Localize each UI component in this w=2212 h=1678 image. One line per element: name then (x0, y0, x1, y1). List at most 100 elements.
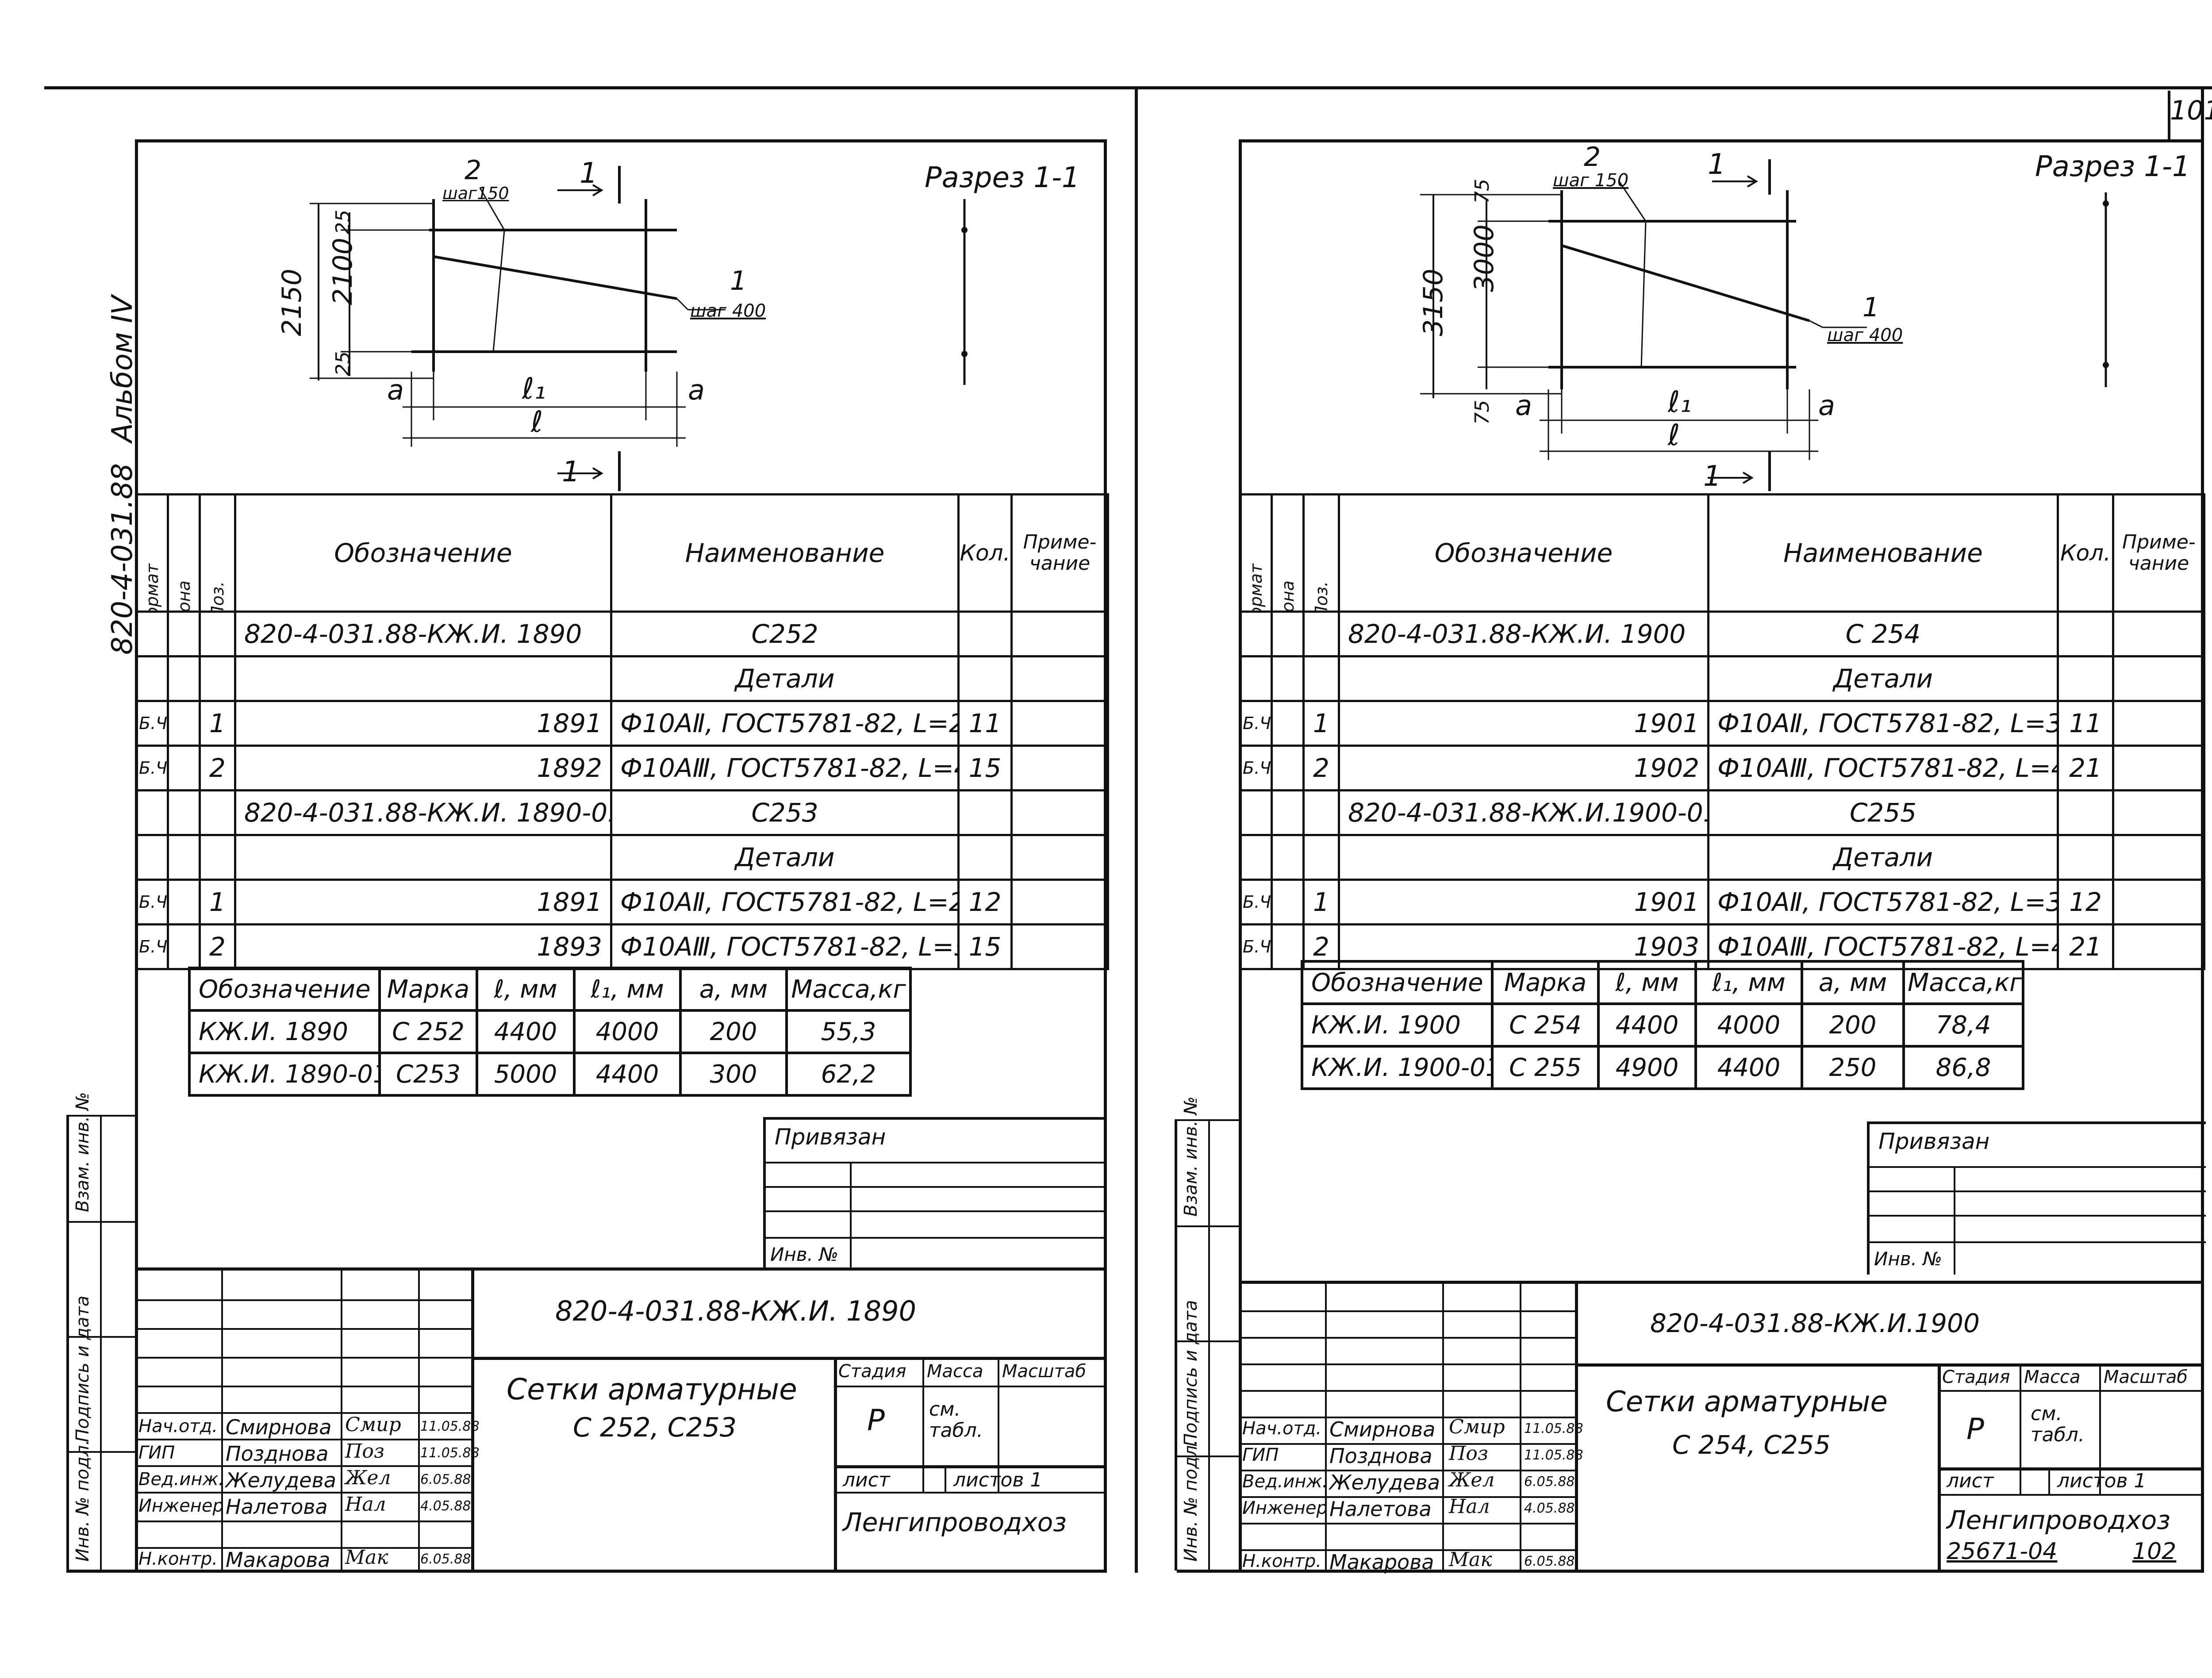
staff-role: Вед.инж. (1242, 1471, 1328, 1492)
left-col-format: Формат (135, 493, 169, 613)
left-col-format-label: Формат (142, 563, 162, 612)
staff-date: 6.05.88 (420, 1472, 471, 1487)
spec-cell-name: С252 (610, 611, 960, 657)
spec-cell-name: С253 (610, 789, 960, 836)
right-spec-row: Детали (1239, 834, 2205, 881)
mass-header-cell: ℓ, мм (476, 967, 576, 1012)
right-title-block: 820-4-031.88-КЖ.И.1900 Сетки арматурные … (1239, 1281, 2203, 1574)
staff-name: Макарова (1329, 1550, 1434, 1574)
spec-cell-name: Детали (610, 655, 960, 702)
left-mass-value: см. табл. (929, 1398, 983, 1442)
staff-role: Инженер (138, 1496, 224, 1516)
spec-cell-format (135, 789, 169, 836)
right-frame-top (1239, 139, 2203, 142)
spec-cell-designation (234, 834, 612, 881)
spec-cell-name: Ф10АⅢ, ГОСТ5781-82, L=5000 (610, 923, 960, 970)
spec-cell-zone (167, 834, 201, 881)
spec-cell-pos: 2 (199, 923, 236, 970)
spec-cell-qty (2057, 611, 2114, 657)
mass-cell: 4900 (1597, 1045, 1697, 1090)
left-mass-label: Масса (927, 1361, 983, 1382)
right-mesh-drawing (1420, 159, 2109, 491)
mass-cell: 4400 (1597, 1002, 1697, 1048)
staff-date: 4.05.88 (420, 1498, 471, 1514)
mass-cell: 200 (1801, 1002, 1905, 1048)
spec-cell-format (1239, 611, 1273, 657)
left-cut-label-bottom: 1 (562, 456, 580, 488)
spec-cell-qty: 21 (2057, 923, 2114, 970)
spec-cell-note (1010, 700, 1109, 747)
left-stage-label: Стадия (838, 1361, 906, 1382)
staff-signature: Поз (1449, 1442, 1488, 1465)
mass-header-cell: Марка (378, 967, 478, 1012)
left-side-label-podpis: Подпись и дата (73, 1295, 93, 1442)
left-a-label-2: a (688, 374, 705, 406)
staff-date: 11.05.88 (420, 1445, 480, 1461)
mass-cell: 200 (679, 1009, 788, 1054)
spec-cell-designation: 1903 (1338, 923, 1709, 970)
left-dim-top: 25 (332, 210, 354, 234)
spec-cell-note (1010, 655, 1109, 702)
right-side-stamp: Взам. инв. № Подпись и дата Инв. № подл. (1175, 1096, 1241, 1570)
mass-cell: КЖ.И. 1890-01 (188, 1052, 381, 1097)
spec-cell-name: Ф10АⅡ, ГОСТ5781-82, L=3150 (1707, 700, 2059, 747)
left-section-label: Разрез 1-1 (925, 161, 1080, 194)
spec-cell-note (2112, 834, 2205, 881)
mass-cell: 86,8 (1902, 1045, 2024, 1090)
right-side-label-vzam: Взам. инв. № (1181, 1096, 1201, 1217)
mass-cell: 4000 (1694, 1002, 1803, 1048)
spec-cell-pos: 2 (1302, 745, 1340, 791)
left-step1-label: шаг 400 (690, 301, 766, 321)
right-step2-label: шаг 150 (1553, 170, 1629, 191)
left-col-zone-label: Зона (174, 580, 194, 612)
mass-header-cell: Обозначение (188, 967, 381, 1012)
mass-header-cell: Масса,кг (785, 967, 912, 1012)
spec-cell-pos (199, 655, 236, 702)
mass-cell: 300 (679, 1052, 788, 1097)
spec-cell-zone (1271, 834, 1305, 881)
right-cut-label-top: 1 (1708, 148, 1726, 181)
spec-cell-format: Б.Ч. (1239, 923, 1273, 970)
left-side-label-inv: Инв. № подл. (73, 1440, 93, 1562)
spec-cell-qty: 12 (2057, 879, 2114, 925)
spec-cell-zone (167, 745, 201, 791)
staff-name: Смирнова (226, 1415, 332, 1439)
right-title-name-1: Сетки арматурные (1606, 1386, 1888, 1418)
left-dim-mid: 2100 (327, 238, 358, 305)
spec-cell-note (1010, 834, 1109, 881)
spec-cell-designation: 1902 (1338, 745, 1709, 791)
mass-header-cell: Обозначение (1301, 960, 1494, 1005)
spec-cell-qty: 11 (2057, 700, 2114, 747)
left-col-qty: Кол. (957, 493, 1013, 613)
staff-role: Нач.отд. (1242, 1418, 1322, 1439)
left-stage-value: Р (867, 1403, 885, 1437)
spec-cell-format (135, 834, 169, 881)
spec-cell-zone (1271, 745, 1305, 791)
staff-role: Н.контр. (138, 1549, 218, 1569)
spec-cell-zone (167, 923, 201, 970)
mass-cell: КЖ.И. 1890 (188, 1009, 381, 1054)
left-l-label: ℓ (531, 405, 543, 439)
right-frame-left (1239, 139, 1242, 1573)
spec-cell-qty (957, 834, 1013, 881)
spec-cell-zone (1271, 655, 1305, 702)
right-dim-total: 3150 (1418, 269, 1449, 336)
left-privyazan-label: Привязан (775, 1124, 886, 1150)
spec-cell-format (135, 611, 169, 657)
spec-cell-note (2112, 879, 2205, 925)
left-col-pos-label: Поз. (208, 581, 227, 612)
spec-cell-pos (1302, 611, 1340, 657)
right-l-label: ℓ (1668, 418, 1680, 452)
right-frame-bottom (1177, 1570, 2203, 1573)
right-side-label-podpis: Подпись и дата (1181, 1300, 1201, 1447)
staff-date: 11.05.88 (420, 1419, 480, 1434)
staff-signature: Нал (1449, 1495, 1490, 1518)
mass-cell: С 254 (1491, 1002, 1600, 1048)
spec-cell-format (135, 655, 169, 702)
